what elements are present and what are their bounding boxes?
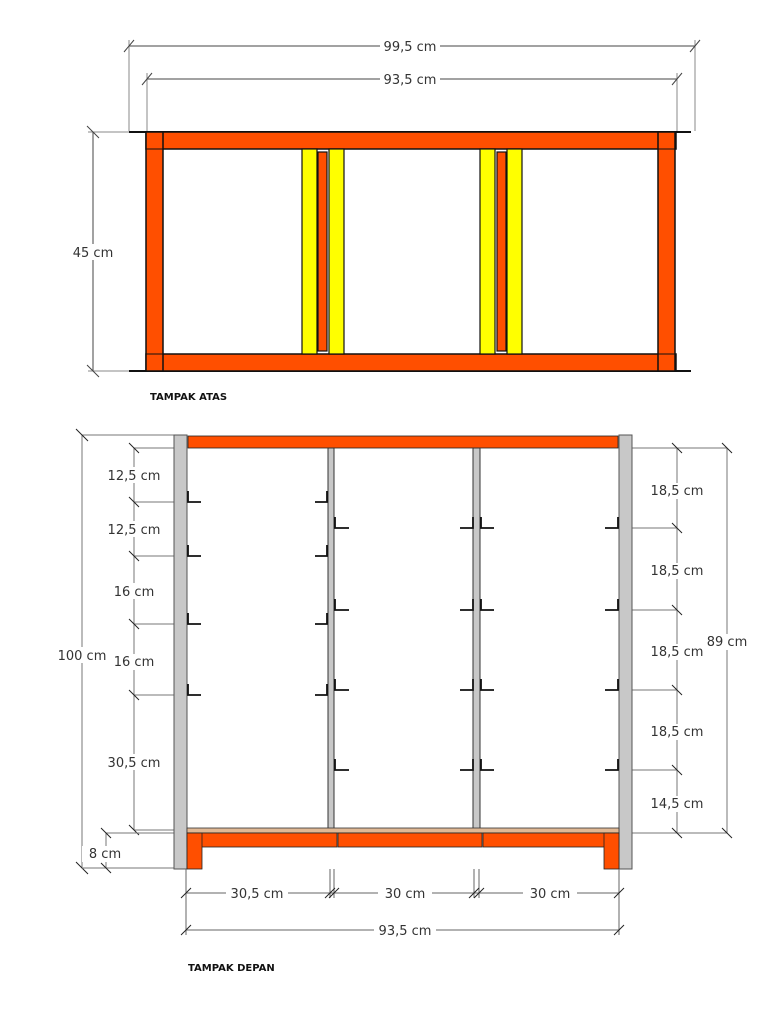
top-beam: [187, 435, 619, 449]
dim-right-1: 18,5 cm: [651, 484, 704, 499]
dim-total-width: 93,5 cm: [379, 924, 432, 939]
inner-post-1: [327, 447, 335, 831]
dim-left-5: 30,5 cm: [108, 756, 161, 771]
dim-inner-width: 93,5 cm: [384, 73, 437, 88]
bottom-base: [186, 832, 620, 870]
dim-left-1: 12,5 cm: [108, 469, 161, 484]
dim-bottom-3: 30 cm: [530, 887, 571, 902]
dim-total-height: 100 cm: [58, 649, 107, 664]
top-frame: [145, 131, 677, 372]
left-dim-labels: 12,5 cm 12,5 cm 16 cm 16 cm 30,5 cm 100 …: [56, 467, 164, 862]
shelf-brackets: [187, 491, 619, 771]
dim-left-4: 16 cm: [114, 655, 155, 670]
dim-inner-height: 89 cm: [707, 635, 748, 650]
dim-bottom-1: 30,5 cm: [231, 887, 284, 902]
left-post: [173, 434, 188, 870]
front-view: 12,5 cm 12,5 cm 16 cm 16 cm 30,5 cm 100 …: [56, 428, 752, 974]
front-view-title: TAMPAK DEPAN: [188, 963, 275, 974]
bottom-shelf-top: [186, 827, 620, 834]
front-right-dimensions: [622, 442, 733, 839]
dim-right-5: 14,5 cm: [651, 797, 704, 812]
dim-right-3: 18,5 cm: [651, 645, 704, 660]
dim-base: 8 cm: [89, 847, 121, 862]
inner-post-2: [472, 447, 481, 831]
top-view-dimensions: [86, 39, 701, 378]
right-dim-labels: 18,5 cm 18,5 cm 18,5 cm 18,5 cm 14,5 cm …: [646, 483, 752, 812]
dim-right-4: 18,5 cm: [651, 725, 704, 740]
top-view-title: TAMPAK ATAS: [150, 392, 227, 403]
right-post: [618, 434, 633, 870]
dim-left-3: 16 cm: [114, 585, 155, 600]
dim-left-2: 12,5 cm: [108, 523, 161, 538]
top-dividers: [301, 148, 523, 355]
dim-right-2: 18,5 cm: [651, 564, 704, 579]
dim-depth: 45 cm: [73, 246, 114, 261]
dim-overall-width: 99,5 cm: [384, 40, 437, 55]
dim-bottom-2: 30 cm: [385, 887, 426, 902]
top-view: 99,5 cm 93,5 cm 45 cm: [70, 38, 701, 403]
